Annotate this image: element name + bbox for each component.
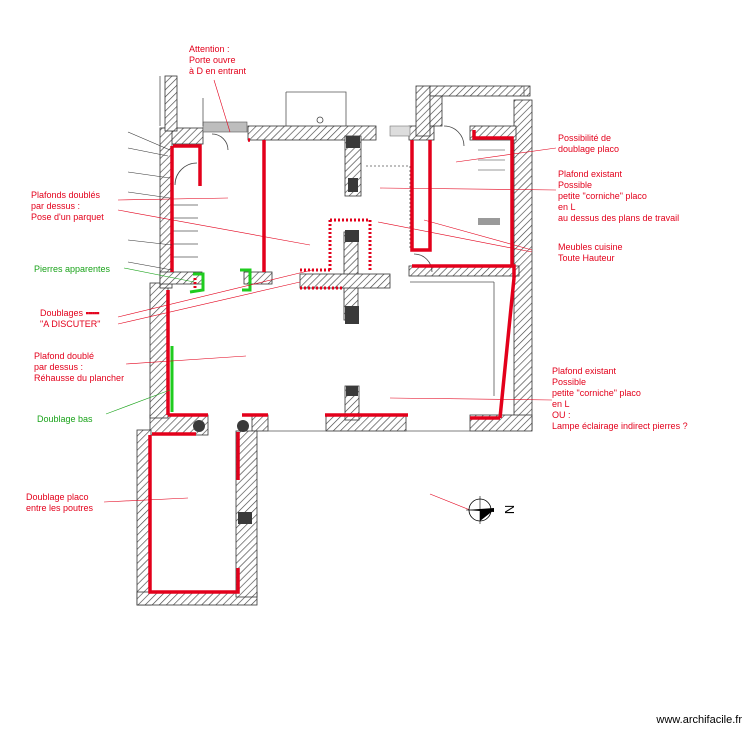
annotation-attention: Attention : Porte ouvre à D en entrant [189,44,247,76]
annotation-plafonds-doubles: Plafonds doublés par dessus : Pose d'un … [31,190,104,222]
annotation-possibilite: Possibilité de doublage placo [558,133,620,154]
plan-outline-lines [159,76,525,432]
leader-lines [103,79,557,511]
annotation-doublage-bas: Doublage bas [37,414,93,424]
compass-north-label: N [502,504,518,515]
doubling-to-discuss [193,218,372,292]
annotation-a-discuter: "A DISCUTER" [40,319,101,329]
watermark: www.archifacile.fr [656,714,742,726]
structural-pillars [193,121,500,524]
exterior-walls [136,75,533,606]
annotation-doublage-placo: Doublage placo entre les poutres [26,492,94,513]
green-leader-lines [105,267,195,415]
annotation-plafond-double: Plafond doublé par dessus : Réhausse du … [34,351,125,383]
annotation-plafond-existant-2: Plafond existant Possible petite "cornic… [552,366,688,431]
doubling-lines [148,130,516,594]
annotation-meubles-cuisine: Meubles cuisine Toute Hauteur [558,242,623,263]
compass-rose-icon [466,496,494,524]
exposed-stone-lines [170,268,252,412]
black-leader-lines [127,131,173,271]
annotation-pierres-apparentes: Pierres apparentes [34,264,111,274]
annotation-doublages: Doublages ▪▪▪▪▪▪ [40,308,100,318]
annotation-plafond-existant-1: Plafond existant Possible petite "cornic… [558,169,680,223]
